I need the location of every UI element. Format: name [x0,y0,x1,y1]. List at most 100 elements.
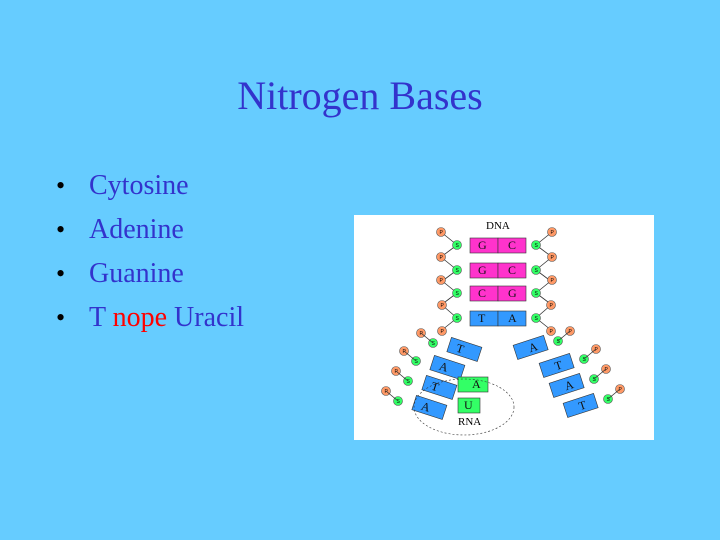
left-strand-base [411,395,448,420]
base-letter: T [429,379,441,395]
bullet-text-pre: T [89,302,113,333]
backbone-bond [395,370,409,382]
phosphate-label: P [550,303,554,309]
sugar-node [531,265,541,275]
base-box-right [497,310,527,327]
bullet-list: •Cytosine •Adenine •Guanine •T nope Urac… [56,164,244,340]
right-strand-base [512,335,549,360]
bullet-text: Guanine [89,258,184,289]
rna-polymerase-outline [413,378,515,436]
sugar-node [531,313,541,323]
base-letter: C [478,286,486,300]
phosphate-label: P [551,230,555,236]
base-letter: C [508,263,516,277]
bullet-dot: • [56,259,66,288]
sugar-node [531,288,541,298]
bullet-item: • Cytosine [56,164,244,208]
bullet-text-post: Uracil [167,302,245,333]
sugar-label: S [557,339,561,345]
sugar-label: S [607,397,611,403]
slide-title: Nitrogen Bases [237,73,483,118]
phosphate-node [547,275,557,285]
left-strand-base [446,337,483,362]
phosphate-label: P [395,369,399,375]
rna-base-box [457,397,481,414]
phosphate-node [436,227,446,237]
bullet-dot: • [56,215,66,244]
bullet-item: • Guanine [56,252,244,296]
phosphate-node [546,300,556,310]
phosphate-label: P [551,255,555,261]
phosphate-node [437,326,447,336]
bullet-text: Cytosine [89,170,189,201]
sugar-node [452,265,462,275]
base-letter: T [553,357,565,373]
sugar-label: S [456,291,460,297]
right-strand-base [562,393,599,418]
base-box-right [497,262,527,279]
backbone-bond [593,368,607,380]
sugar-node [452,240,462,250]
bullet-highlight: nope [112,302,168,333]
sugar-label: S [535,316,539,322]
phosphate-label: P [569,329,573,335]
sugar-label: S [456,316,460,322]
backbone-bond [583,348,597,360]
sugar-label: S [407,379,411,385]
base-letter: G [478,263,487,277]
base-letter: T [478,311,486,325]
base-letter: C [508,238,516,252]
dna-label: DNA [486,220,510,232]
phosphate-node [437,300,447,310]
sugar-label: S [593,377,597,383]
sugar-label: S [415,359,419,365]
phosphate-label: P [441,329,445,335]
phosphate-label: P [440,278,444,284]
left-strand-base [421,375,458,400]
base-box-right [497,285,527,302]
sugar-label: S [456,243,460,249]
rna-base-box [457,376,489,393]
bullet-dot: • [56,171,66,200]
sugar-label: S [535,268,539,274]
phosphate-node [547,227,557,237]
phosphate-label: P [550,329,554,335]
phosphate-label: P [420,331,424,337]
bullet-item: •T nope Uracil [56,296,244,340]
phosphate-node [546,326,556,336]
backbone-bond [420,332,434,344]
sugar-node [531,240,541,250]
base-letter: U [464,398,473,412]
phosphate-label: P [551,278,555,284]
backbone-bond [403,350,417,362]
base-letter: A [472,377,481,391]
rna-label: RNA [458,416,481,428]
base-letter: A [508,311,517,325]
right-strand-base [538,353,575,378]
backbone-bond [385,390,399,402]
backbone-bond [607,388,621,400]
sugar-label: S [535,243,539,249]
phosphate-label: P [605,367,609,373]
base-letter: G [478,238,487,252]
phosphate-label: P [619,387,623,393]
left-strand-base [429,355,466,380]
phosphate-label: P [385,389,389,395]
sugar-label: S [397,399,401,405]
base-box-right [497,237,527,254]
phosphate-node [547,252,557,262]
phosphate-label: P [441,303,445,309]
phosphate-node [436,275,446,285]
phosphate-label: P [595,347,599,353]
sugar-node [452,313,462,323]
phosphate-label: P [440,230,444,236]
sugar-label: S [456,268,460,274]
phosphate-node [436,252,446,262]
sugar-label: S [583,357,587,363]
right-strand-base [548,373,585,398]
backbone-bond [557,330,571,342]
